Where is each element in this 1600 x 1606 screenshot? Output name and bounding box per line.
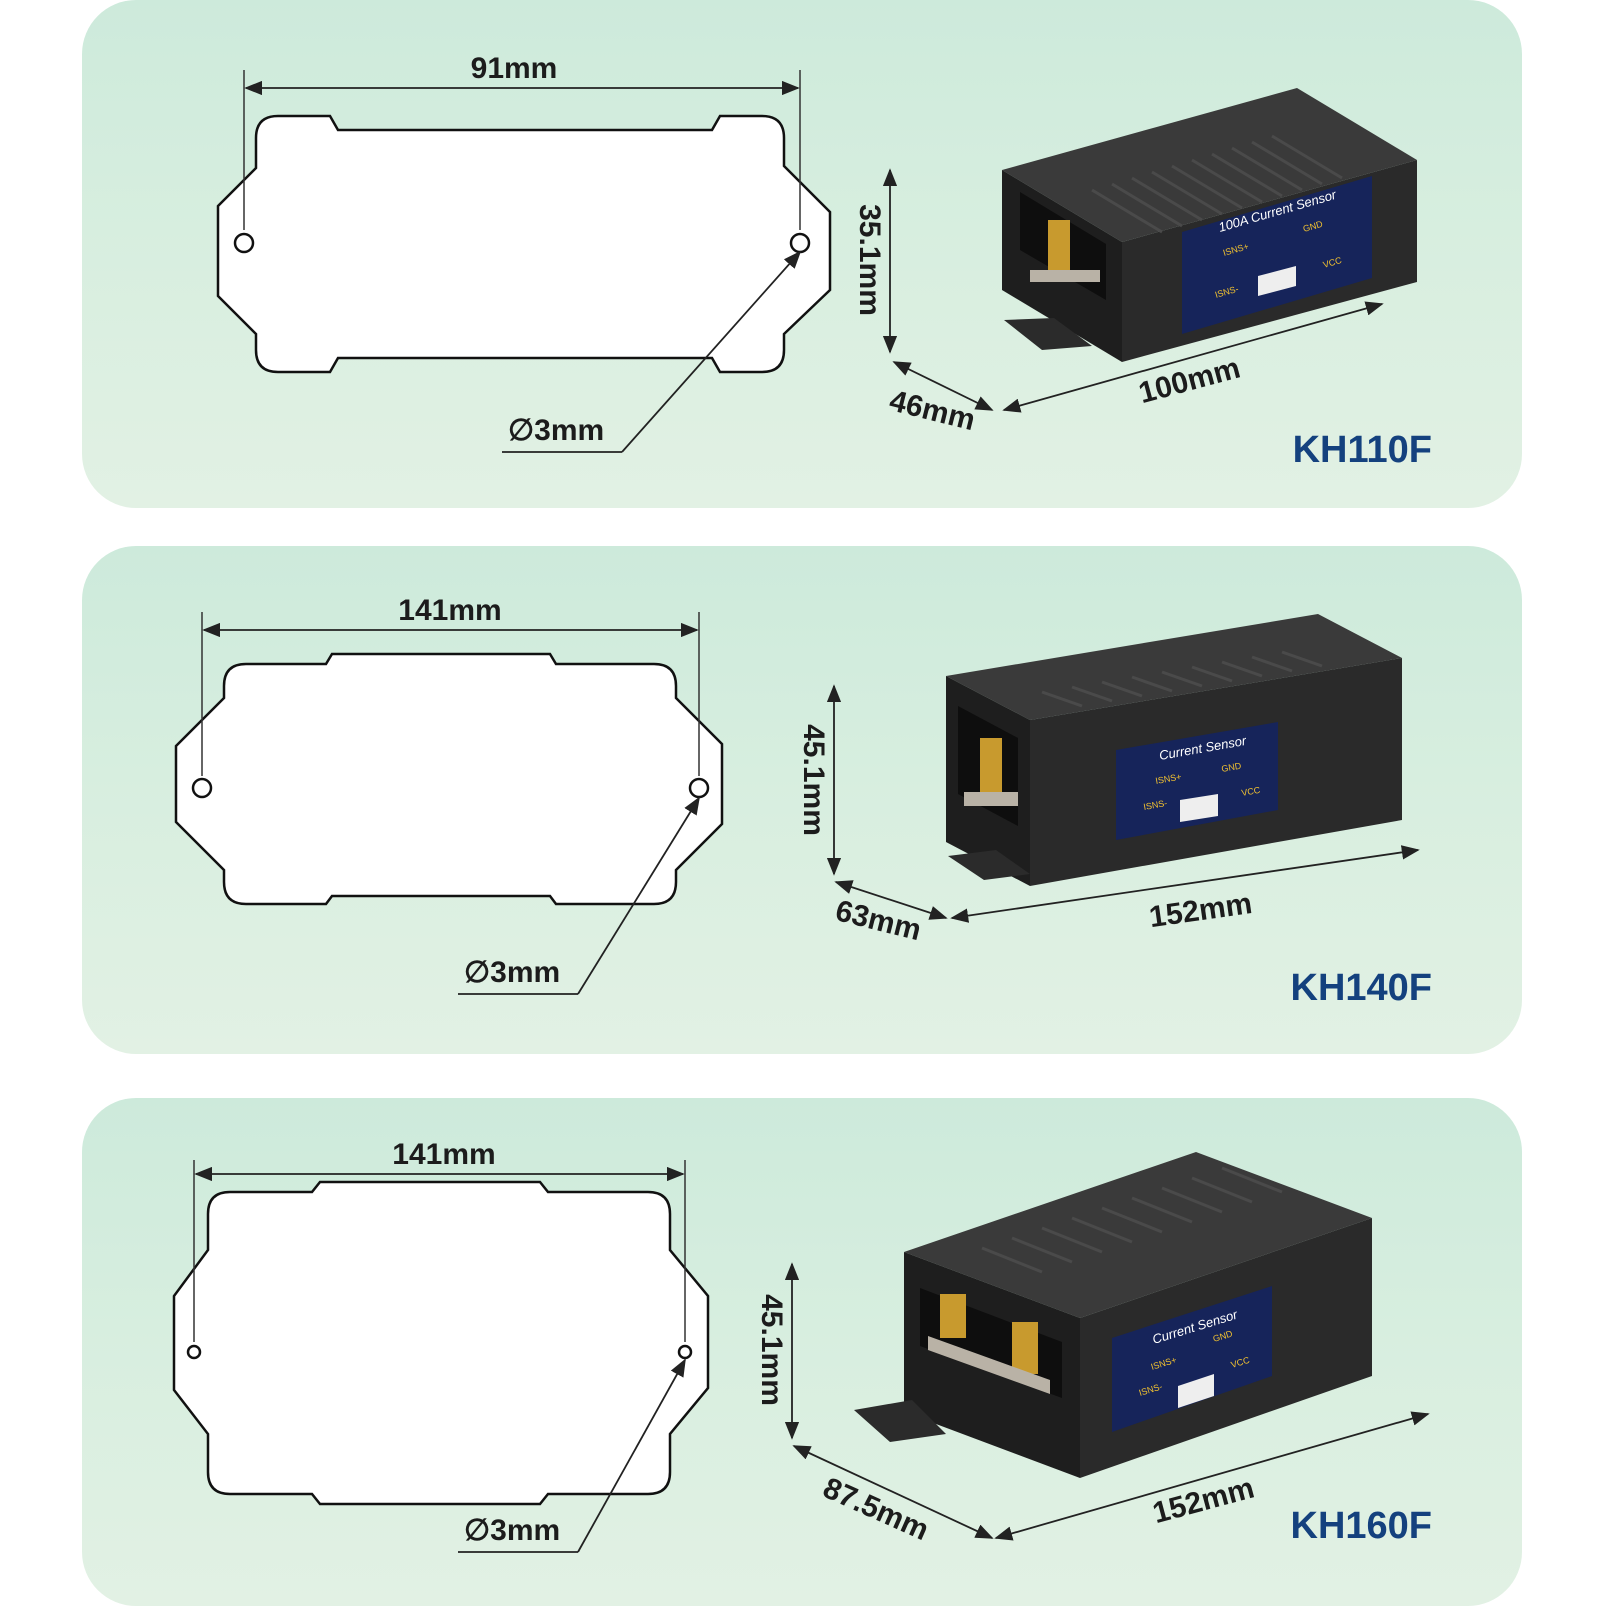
hole-spacing-label: 141mm xyxy=(392,1138,495,1171)
mounting-footprint-outline xyxy=(174,652,724,906)
length-label: 152mm xyxy=(1149,1472,1257,1531)
width-dimension-line xyxy=(792,1445,994,1539)
width-dimension-line xyxy=(892,361,994,411)
kh140f-drawing: 141mm ∅3mm Current Sen xyxy=(174,594,1433,1009)
length-dimension-line xyxy=(994,1411,1430,1541)
width-dimension-line xyxy=(834,880,948,920)
mounting-footprint-outline xyxy=(172,1180,710,1506)
sensor-device-kh140f: Current Sensor ISNS+ GND ISNS- VCC xyxy=(946,614,1402,886)
model-name: KH160F xyxy=(1291,1505,1433,1547)
height-label: 45.1mm xyxy=(797,724,830,836)
product-card-kh140f: 141mm ∅3mm Current Sen xyxy=(82,546,1522,1054)
height-label: 35.1mm xyxy=(853,204,886,316)
length-dimension-line xyxy=(950,845,1420,923)
hole-diameter-label: ∅3mm xyxy=(464,1514,560,1547)
width-label: 46mm xyxy=(886,384,978,437)
mounting-hole-left xyxy=(233,232,255,254)
mounting-hole-left xyxy=(186,1344,202,1360)
model-name: KH110F xyxy=(1293,429,1432,471)
mounting-footprint-outline xyxy=(216,114,832,374)
connector-port xyxy=(1258,266,1296,296)
height-label: 45.1mm xyxy=(755,1294,788,1406)
product-card-kh110f: 91mm ∅3mm xyxy=(82,0,1522,508)
kh110f-drawing: 91mm ∅3mm xyxy=(216,52,1432,471)
mounting-hole-right xyxy=(677,1344,693,1360)
width-label: 63mm xyxy=(832,894,924,947)
mounting-hole-right xyxy=(789,232,811,254)
model-name: KH140F xyxy=(1291,967,1433,1009)
hole-spacing-label: 141mm xyxy=(398,594,501,627)
hole-spacing-label: 91mm xyxy=(471,52,558,85)
sensor-device-kh110f: 100A Current Sensor ISNS+ GND ISNS- VCC xyxy=(1002,88,1417,362)
pin-label-vcc: VCC xyxy=(1241,785,1262,798)
length-dimension-line xyxy=(1002,301,1384,413)
hole-diameter-label: ∅3mm xyxy=(464,956,560,989)
mounting-hole-left xyxy=(191,777,213,799)
length-label: 152mm xyxy=(1147,887,1254,934)
connector-port xyxy=(1178,1374,1214,1408)
width-label: 87.5mm xyxy=(818,1472,934,1548)
hole-diameter-label: ∅3mm xyxy=(508,414,604,447)
pin-label-isns-plus: ISNS+ xyxy=(1155,772,1183,786)
sensor-device-kh160f: Current Sensor ISNS+ GND ISNS- VCC xyxy=(854,1152,1372,1478)
length-label: 100mm xyxy=(1135,352,1243,411)
product-card-kh160f: 141mm ∅3mm Curr xyxy=(82,1098,1522,1606)
kh160f-drawing: 141mm ∅3mm Curr xyxy=(172,1138,1433,1553)
pin-label-isns-minus: ISNS- xyxy=(1143,798,1168,812)
pin-label-gnd: GND xyxy=(1221,761,1243,774)
mounting-hole-right xyxy=(688,777,710,799)
connector-port xyxy=(1180,794,1218,822)
